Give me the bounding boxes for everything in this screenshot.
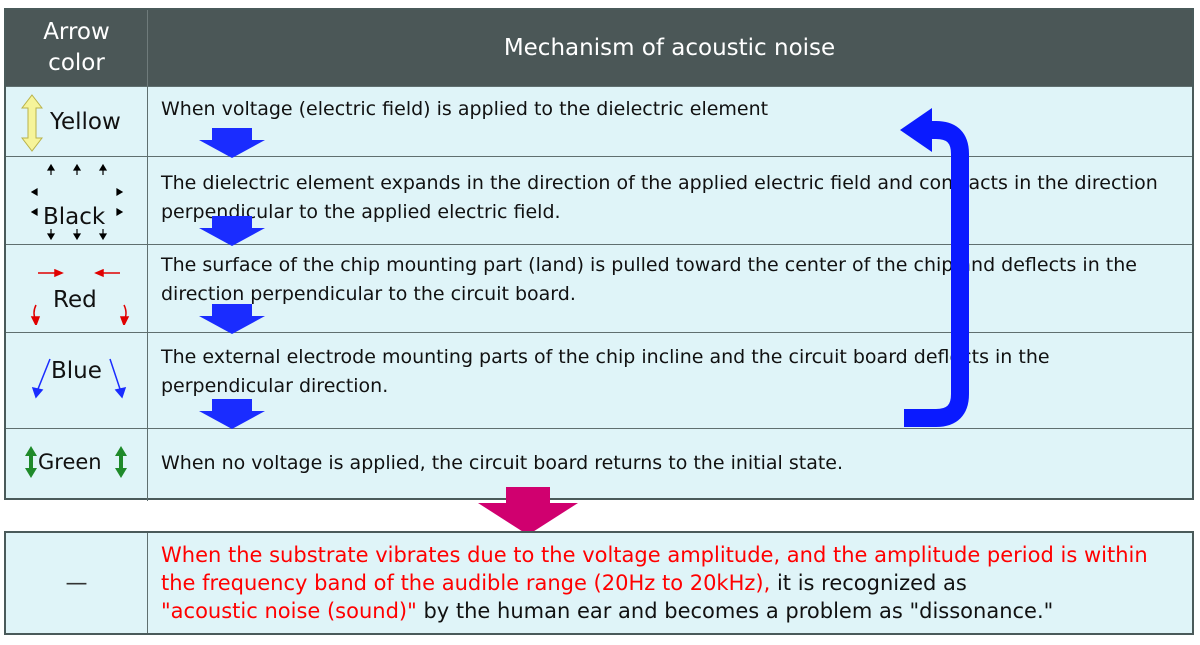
result-red-text-2: "acoustic noise (sound)" [161,599,417,623]
step-down-arrow-2 [199,216,265,246]
green-arrow-left-icon [25,446,37,478]
result-down-arrow [478,487,578,535]
label-cell-black: Black [6,157,148,245]
result-plain-text-1: it is recognized as [770,571,967,595]
label-black: Black [43,204,106,230]
green-arrow-right-icon [115,446,127,478]
row-text-yellow: When voltage (electric field) is applied… [161,98,769,120]
blue-incline-arrows-icon [31,358,127,399]
table-row-blue: Blue The external electrode mounting par… [6,332,1192,429]
header-arrow-color: Arrow color [6,10,148,86]
black-expansion-arrows-icon [31,163,124,241]
step-down-arrow-1 [199,128,265,158]
label-cell-green: Green [6,429,148,501]
result-box: — When the substrate vibrates due to the… [4,531,1194,635]
row-text-green: When no voltage is applied, the circuit … [161,452,844,474]
label-cell-yellow: Yellow [6,87,148,157]
table-row-yellow: Yellow When voltage (electric field) is … [6,86,1192,157]
result-red-text: When the substrate vibrates due to the v… [161,543,1148,595]
step-down-arrow-3 [199,304,265,334]
table-row-green: Green When no voltage is applied, the ci… [6,428,1192,501]
row-text-black: The dielectric element expands in the di… [161,172,1158,223]
label-yellow: Yellow [50,109,121,135]
red-deflection-arrows-icon [30,269,130,325]
result-plain-text-2: by the human ear and becomes a problem a… [416,599,1054,623]
table-row-red: Red The surface of the chip mounting par… [6,244,1192,333]
label-red: Red [53,287,97,313]
result-text: When the substrate vibrates due to the v… [161,541,1184,625]
step-down-arrow-4 [199,399,265,429]
label-blue: Blue [51,358,102,384]
label-cell-blue: Blue [6,333,148,429]
loop-back-arrow-icon [900,108,969,427]
yellow-double-arrow-icon [21,94,43,152]
label-green: Green [38,450,102,474]
row-text-red: The surface of the chip mounting part (l… [161,254,1137,305]
result-label: — [6,533,148,633]
row-text-blue: The external electrode mounting parts of… [161,346,1050,397]
table-header: Arrow color Mechanism of acoustic noise [6,10,1192,86]
label-cell-red: Red [6,245,148,333]
mechanism-table: Arrow color Mechanism of acoustic noise … [4,8,1194,501]
header-mechanism: Mechanism of acoustic noise [503,35,836,61]
table-row-black: Black The dielectric element expands in … [6,156,1192,245]
